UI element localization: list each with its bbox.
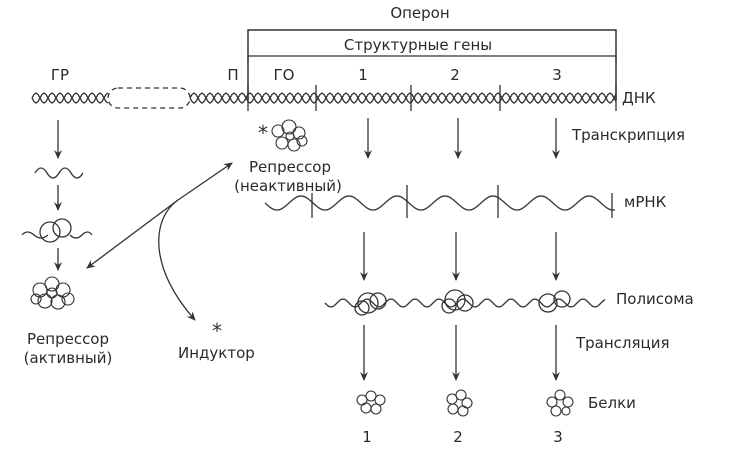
gene-3-label: 3 bbox=[552, 66, 562, 84]
repressor-active-icon bbox=[30, 276, 75, 310]
dna-gap bbox=[107, 87, 191, 109]
repressor-inactive-label-1: Репрессор bbox=[248, 158, 332, 176]
repressor-active-label-1: Репрессор bbox=[26, 330, 110, 348]
operon-bracket bbox=[247, 29, 617, 100]
operon-label: Оперон bbox=[390, 4, 450, 22]
protein-2-icon bbox=[446, 389, 473, 417]
protein-3-icon bbox=[546, 389, 574, 417]
protein-3-label: 3 bbox=[553, 428, 563, 446]
inducer-bound-icon: * bbox=[258, 121, 268, 145]
dna-strand bbox=[31, 85, 617, 111]
translation-label: Трансляция bbox=[576, 334, 670, 352]
repressor-active-label-2: (активный) bbox=[23, 349, 113, 367]
proteins-label: Белки bbox=[588, 394, 636, 412]
protein-1-icon bbox=[356, 390, 386, 415]
repressor-exchange-arrows bbox=[86, 162, 233, 321]
transcription-arrows bbox=[364, 118, 560, 159]
polysome-strand bbox=[324, 289, 606, 316]
polysome-arrows bbox=[360, 232, 560, 281]
gene-2-label: 2 bbox=[450, 66, 460, 84]
polysome-label: Полисома bbox=[616, 290, 694, 308]
protein-1-label: 1 bbox=[362, 428, 372, 446]
operator-label: ГО bbox=[273, 66, 295, 84]
repressor-inactive-label-2: (неактивный) bbox=[234, 177, 342, 195]
translation-arrows bbox=[360, 325, 560, 381]
repressor-inactive-icon bbox=[271, 119, 308, 152]
structural-genes-bracket bbox=[247, 55, 617, 62]
mrna-strand bbox=[264, 185, 616, 218]
regulator-pathway bbox=[21, 120, 93, 271]
structural-genes-label: Структурные гены bbox=[343, 36, 493, 54]
mrna-label: мРНК bbox=[624, 193, 667, 211]
promoter-label: П bbox=[227, 66, 239, 84]
dna-label: ДНК bbox=[622, 89, 656, 107]
inducer-label: Индуктор bbox=[178, 344, 255, 362]
protein-2-label: 2 bbox=[453, 428, 463, 446]
regulator-gene-label: ГР bbox=[50, 66, 70, 84]
transcription-label: Транскрипция bbox=[572, 126, 686, 144]
gene-1-label: 1 bbox=[358, 66, 368, 84]
inducer-icon: * bbox=[212, 319, 222, 343]
